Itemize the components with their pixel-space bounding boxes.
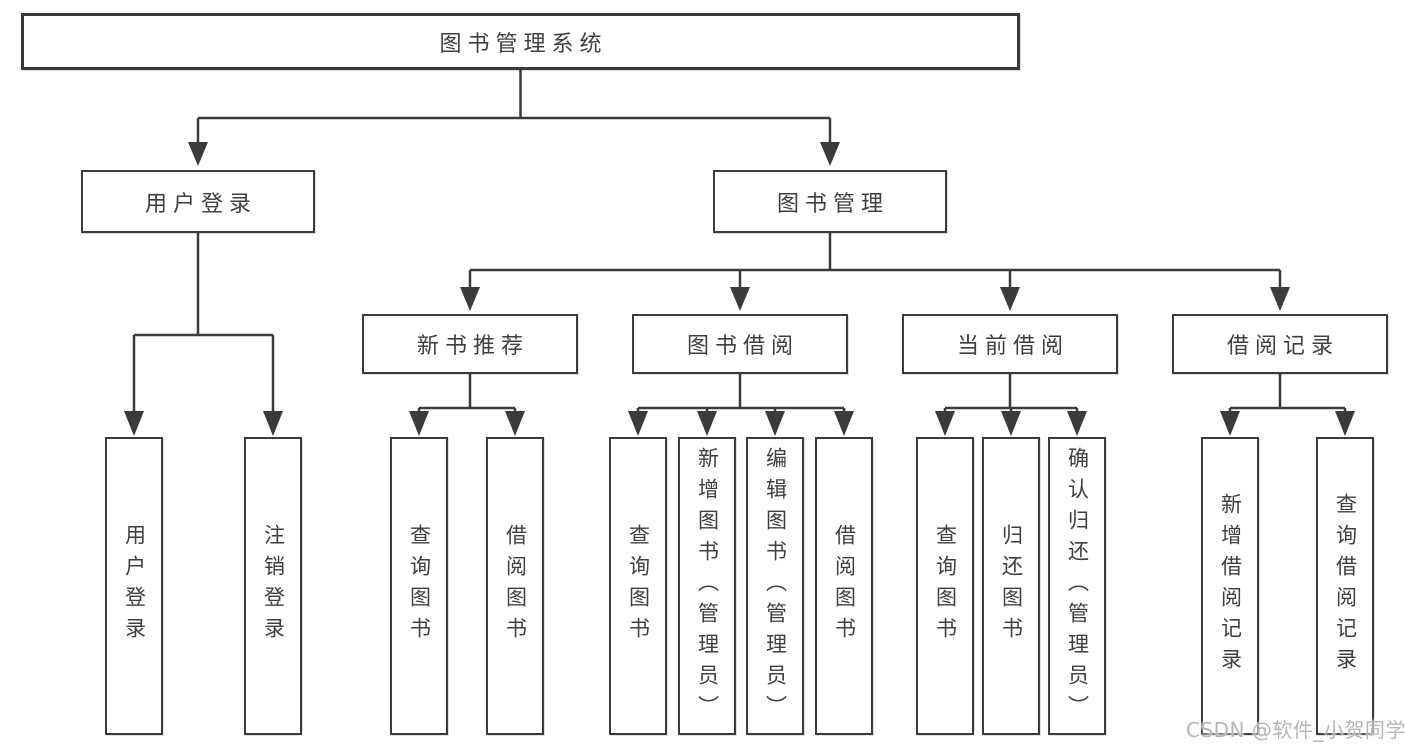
leaf-logout-label: 注销登录 [261, 524, 286, 648]
node-borrowing-records-label: 借阅记录 [1226, 334, 1339, 359]
leaf-add-book-admin-label: 新增图书（管理员） [695, 446, 720, 726]
leaf-logout: 注销登录 [244, 437, 302, 735]
csdn-watermark: CSDN @软件_小贺同学 [1186, 718, 1405, 742]
leaf-query-books-recommend: 查询图书 [390, 437, 448, 735]
node-book-management-label: 图书管理 [776, 191, 889, 217]
leaf-query-books-borrowing: 查询图书 [609, 437, 667, 735]
leaf-query-books-current: 查询图书 [916, 437, 974, 735]
leaf-borrow-books-borrowing: 借阅图书 [815, 437, 873, 735]
leaf-add-borrow-record-label: 新增借阅记录 [1218, 493, 1243, 679]
leaf-edit-book-admin-label: 编辑图书（管理员） [763, 446, 788, 726]
leaf-return-book-label: 归还图书 [999, 524, 1024, 648]
node-current-borrowing-label: 当前借阅 [956, 334, 1069, 359]
connector-arrowheads [124, 142, 1355, 436]
node-current-borrowing: 当前借阅 [902, 314, 1118, 374]
node-user-login: 用户登录 [81, 170, 315, 233]
leaf-add-borrow-record: 新增借阅记录 [1201, 437, 1259, 735]
leaf-user-login-label: 用户登录 [122, 524, 147, 648]
leaf-query-books-borrowing-label: 查询图书 [626, 524, 651, 648]
leaf-confirm-return-admin: 确认归还（管理员） [1048, 437, 1106, 735]
leaf-edit-book-admin: 编辑图书（管理员） [746, 437, 804, 735]
leaf-confirm-return-admin-label: 确认归还（管理员） [1065, 446, 1090, 726]
node-book-borrowing-label: 图书借阅 [686, 334, 799, 359]
leaf-borrow-books-borrowing-label: 借阅图书 [832, 524, 857, 648]
leaf-query-borrow-record-label: 查询借阅记录 [1333, 493, 1358, 679]
node-book-borrowing: 图书借阅 [632, 314, 848, 374]
leaf-query-borrow-record: 查询借阅记录 [1316, 437, 1374, 735]
node-user-login-label: 用户登录 [144, 191, 257, 217]
node-new-book-recommendation: 新书推荐 [362, 314, 578, 374]
leaf-borrow-books-recommend: 借阅图书 [486, 437, 544, 735]
node-borrowing-records: 借阅记录 [1172, 314, 1388, 374]
node-root-system: 图书管理系统 [21, 13, 1020, 70]
leaf-query-books-recommend-label: 查询图书 [407, 524, 432, 648]
leaf-user-login: 用户登录 [105, 437, 163, 735]
leaf-return-book: 归还图书 [982, 437, 1040, 735]
leaf-query-books-current-label: 查询图书 [933, 524, 958, 648]
leaf-add-book-admin: 新增图书（管理员） [678, 437, 736, 735]
node-book-management: 图书管理 [713, 170, 947, 233]
leaf-borrow-books-recommend-label: 借阅图书 [503, 524, 528, 648]
node-new-book-recommendation-label: 新书推荐 [416, 334, 529, 359]
node-root-system-label: 图书管理系统 [439, 31, 608, 57]
